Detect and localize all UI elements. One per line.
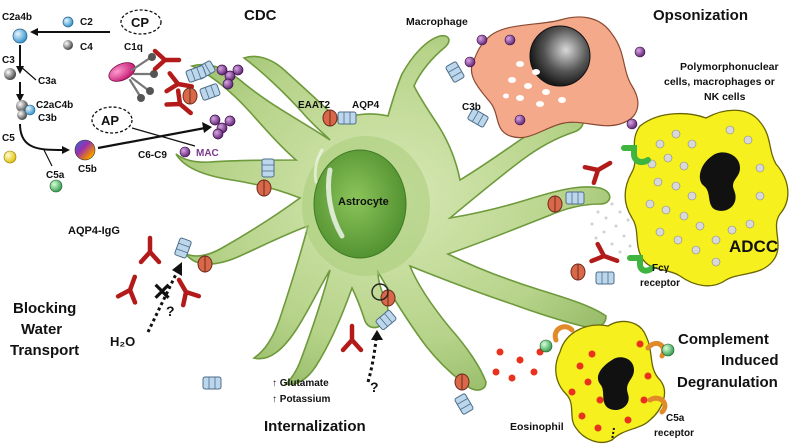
aqp4-channel bbox=[202, 376, 222, 390]
effector-cell bbox=[585, 109, 789, 287]
blocking-panel bbox=[118, 238, 199, 333]
label-cp: CP bbox=[131, 15, 149, 30]
label-water: H₂O bbox=[110, 334, 135, 349]
block-mark: ✕ bbox=[152, 279, 172, 306]
label-c5a: C5a bbox=[46, 170, 65, 181]
aqp4-igg-antibody bbox=[592, 244, 621, 269]
label-eaat2: EAAT2 bbox=[298, 100, 330, 111]
aqp4-channel bbox=[184, 64, 208, 84]
label-c3b-cdc: C3b bbox=[38, 113, 57, 124]
aqp4-channel bbox=[453, 392, 475, 416]
astrocyte-cell bbox=[175, 34, 611, 391]
aqp4-channel bbox=[198, 82, 222, 102]
aqp4-channel bbox=[261, 158, 275, 178]
label-aqp4-igg: AQP4-IgG bbox=[68, 225, 120, 237]
aqp4-igg-antibody bbox=[343, 326, 361, 350]
aqp4-channel bbox=[444, 60, 466, 84]
blocking-heading-3: Transport bbox=[10, 342, 79, 359]
label-potassium: ↑ Potassium bbox=[272, 394, 330, 405]
internalization-panel bbox=[343, 326, 383, 383]
blocking-heading-1: Blocking bbox=[13, 300, 76, 317]
eaat2-transporter bbox=[547, 195, 563, 213]
eaat2-transporter bbox=[322, 109, 338, 127]
mac-complex bbox=[209, 114, 236, 140]
c2a4b-molecule bbox=[12, 28, 28, 44]
label-macrophage: Macrophage bbox=[406, 16, 468, 28]
label-fcy: Fcγ bbox=[652, 263, 670, 274]
aqp4-igg-antibody bbox=[171, 275, 199, 305]
eosinophil-nucleus bbox=[597, 357, 634, 411]
label-eosinophil: Eosinophil bbox=[510, 421, 564, 433]
opsonization-heading: Opsonization bbox=[653, 7, 748, 24]
complement-heading-2: Induced bbox=[721, 352, 779, 369]
cp-badge bbox=[120, 9, 162, 35]
label-pmn-1: Polymorphonuclear bbox=[680, 61, 779, 73]
label-pmn-3: NK cells bbox=[704, 91, 746, 103]
label-c6c9: C6-C9 bbox=[138, 150, 167, 161]
aqp4-channel bbox=[337, 111, 357, 125]
c5a-receptor bbox=[647, 395, 668, 415]
label-c3b-ops: C3b bbox=[462, 102, 481, 113]
c1q-complex bbox=[108, 53, 158, 102]
cdc-heading: CDC bbox=[244, 7, 277, 24]
aqp4-channel bbox=[565, 191, 585, 205]
c5-molecule bbox=[3, 150, 17, 164]
label-c5a-receptor-2: receptor bbox=[654, 428, 694, 439]
eaat2-transporter bbox=[182, 87, 198, 105]
aqp4-channel bbox=[595, 271, 615, 285]
c3-molecule bbox=[4, 68, 16, 80]
label-c1q: C1q bbox=[124, 42, 143, 53]
ap-badge bbox=[91, 106, 133, 134]
label-aqp4: AQP4 bbox=[352, 100, 380, 111]
c2-molecule bbox=[62, 16, 74, 28]
label-c2a4b: C2a4b bbox=[2, 12, 32, 23]
label-pmn-2: cells, macrophages or bbox=[664, 76, 775, 88]
blocking-heading-2: Water bbox=[21, 321, 62, 338]
label-glutamate: ↑ Glutamate bbox=[272, 378, 329, 389]
cdc-panel bbox=[3, 9, 244, 193]
c5a-molecule bbox=[49, 179, 63, 193]
question-mark-blocking: ? bbox=[166, 303, 175, 319]
aqp4-igg-antibody bbox=[118, 274, 143, 303]
complement-heading-1: Complement bbox=[678, 331, 769, 348]
c5a-receptor bbox=[552, 324, 575, 343]
label-astrocyte: Astrocyte bbox=[338, 196, 389, 208]
eaat2-transporter bbox=[256, 179, 272, 197]
label-c3: C3 bbox=[2, 55, 15, 66]
label-c3a: C3a bbox=[38, 76, 57, 87]
c4-molecule bbox=[63, 40, 73, 50]
label-c2: C2 bbox=[80, 17, 93, 28]
eaat2-transporter bbox=[454, 373, 470, 391]
aqp4-igg-antibody bbox=[141, 238, 159, 262]
c2ac4b-complex bbox=[16, 100, 36, 120]
fc-receptor bbox=[627, 255, 655, 274]
effector-nucleus bbox=[699, 152, 740, 211]
macrophage-cell bbox=[464, 16, 646, 139]
released-granules bbox=[492, 348, 544, 382]
label-c5b: C5b bbox=[78, 164, 97, 175]
label-mac: MAC bbox=[196, 148, 219, 159]
fc-receptor bbox=[621, 145, 651, 165]
eaat2-transporter bbox=[570, 263, 586, 281]
label-ap: AP bbox=[101, 113, 119, 128]
complement-heading-3: Degranulation bbox=[677, 374, 778, 391]
adcc-heading: ADCC bbox=[729, 237, 778, 256]
eaat2-transporter bbox=[197, 255, 213, 273]
label-c5a-receptor-1: C5a bbox=[666, 413, 685, 424]
label-c5: C5 bbox=[2, 133, 15, 144]
label-c2ac4b: C2aC4b bbox=[36, 100, 73, 111]
aqp4-igg-antibody bbox=[155, 51, 179, 69]
macrophage-nucleus bbox=[529, 25, 591, 87]
internalization-heading: Internalization bbox=[264, 418, 366, 435]
question-mark-internalization: ? bbox=[370, 379, 379, 395]
label-fcy-receptor: receptor bbox=[640, 278, 680, 289]
eosinophil-cell bbox=[492, 320, 675, 443]
label-c4: C4 bbox=[80, 42, 93, 53]
c5b-molecule bbox=[74, 139, 96, 161]
aqp4-igg-antibody bbox=[585, 155, 615, 183]
